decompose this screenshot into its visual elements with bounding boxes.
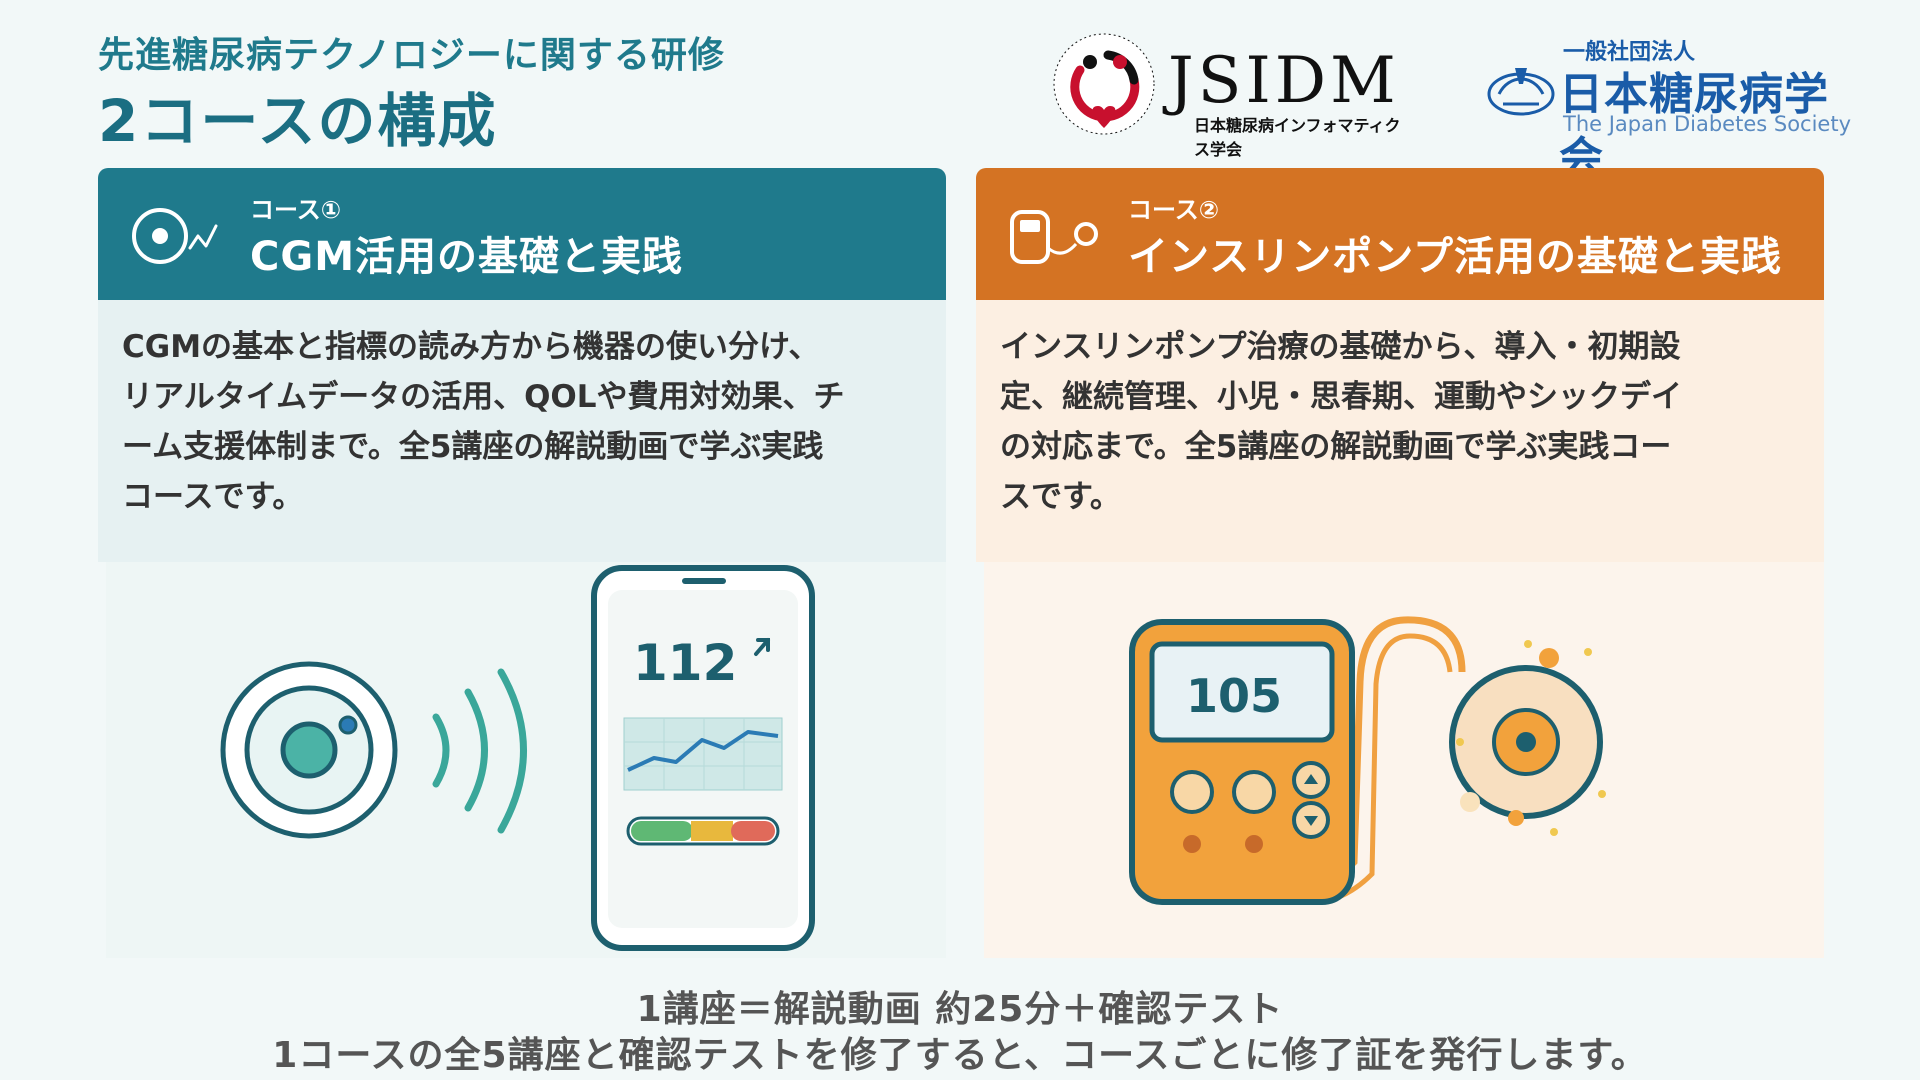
jsidm-name: JSIDM — [1168, 44, 1400, 118]
course-card-cgm: コース① CGM活用の基礎と実践 CGMの基本と指標の読み方から機器の使い分け、… — [98, 168, 946, 958]
jds-logo: 一般社団法人 日本糖尿病学会 The Japan Diabetes Societ… — [1475, 30, 1855, 184]
infusion-set-icon — [1449, 640, 1606, 836]
description-line: リアルタイムデータの活用、QOLや費用対効果、チ — [122, 379, 845, 415]
course-card-insulin-pump: コース② インスリンポンプ活用の基礎と実践 インスリンポンプ治療の基礎から、導入… — [976, 168, 1824, 958]
jsidm-seal-icon — [1053, 33, 1155, 135]
wireless-signal-icon — [432, 668, 527, 834]
insulin-pump-icon — [1129, 619, 1355, 905]
smartphone-icon — [591, 565, 815, 951]
jsidm-subname: 日本糖尿病インフォマティクス学会 — [1194, 116, 1401, 159]
description-line: コースです。 — [122, 479, 304, 515]
page-title: 2コースの構成 — [98, 87, 498, 155]
description-line: インスリンポンプ治療の基礎から、導入・初期設 — [1000, 329, 1681, 365]
glucose-reading: 112 — [633, 634, 737, 692]
description-line: 定、継続管理、小児・思春期、運動やシックデイ — [1000, 379, 1682, 415]
arrow-up-right-icon — [754, 638, 770, 656]
cgm-sensor-icon — [220, 661, 398, 839]
jds-type: 一般社団法人 — [1563, 40, 1696, 65]
course-header: コース① CGM活用の基礎と実践 — [98, 168, 946, 300]
cgm-illustration-svg: 112 — [220, 565, 815, 951]
description-line: CGMの基本と指標の読み方から機器の使い分け、 — [122, 329, 820, 365]
course-number: コース① — [250, 196, 342, 224]
pump-reading: 105 — [1186, 669, 1282, 723]
insulin-pump-illustration-svg: 105 — [1129, 616, 1606, 905]
description-line: の対応まで。全5講座の解説動画で学ぶ実践コー — [1000, 429, 1672, 465]
description-line: ーム支援体制まで。全5講座の解説動画で学ぶ実践 — [122, 429, 824, 465]
cgm-illustration: 112 — [106, 562, 946, 958]
course-name: CGM活用の基礎と実践 — [250, 234, 683, 280]
description-line: スです。 — [1000, 479, 1121, 515]
footer-lecture-info: 1講座＝解説動画 約25分＋確認テスト — [636, 989, 1284, 1030]
page-subtitle: 先進糖尿病テクノロジーに関する研修 — [98, 35, 725, 76]
jds-english-name: The Japan Diabetes Society — [1563, 112, 1852, 136]
jsidm-logo: JSIDM 日本糖尿病インフォマティクス学会 — [1050, 30, 1410, 159]
course-name: インスリンポンプ活用の基礎と実践 — [1128, 234, 1782, 280]
cgm-sensor-icon — [132, 208, 218, 264]
course-number: コース② — [1128, 196, 1220, 224]
insulin-pump-icon — [1010, 210, 1098, 264]
footer-certificate-info: 1コースの全5講座と確認テストを修了すると、コースごとに修了証を発行します。 — [272, 1035, 1648, 1076]
course-header: コース② インスリンポンプ活用の基礎と実践 — [976, 168, 1824, 300]
course-description: CGMの基本と指標の読み方から機器の使い分け、 リアルタイムデータの活用、QOL… — [98, 300, 946, 562]
course-description: インスリンポンプ治療の基礎から、導入・初期設 定、継続管理、小児・思春期、運動や… — [976, 300, 1824, 562]
insulin-pump-illustration: 105 — [984, 562, 1824, 958]
jds-emblem-icon — [1487, 68, 1555, 116]
